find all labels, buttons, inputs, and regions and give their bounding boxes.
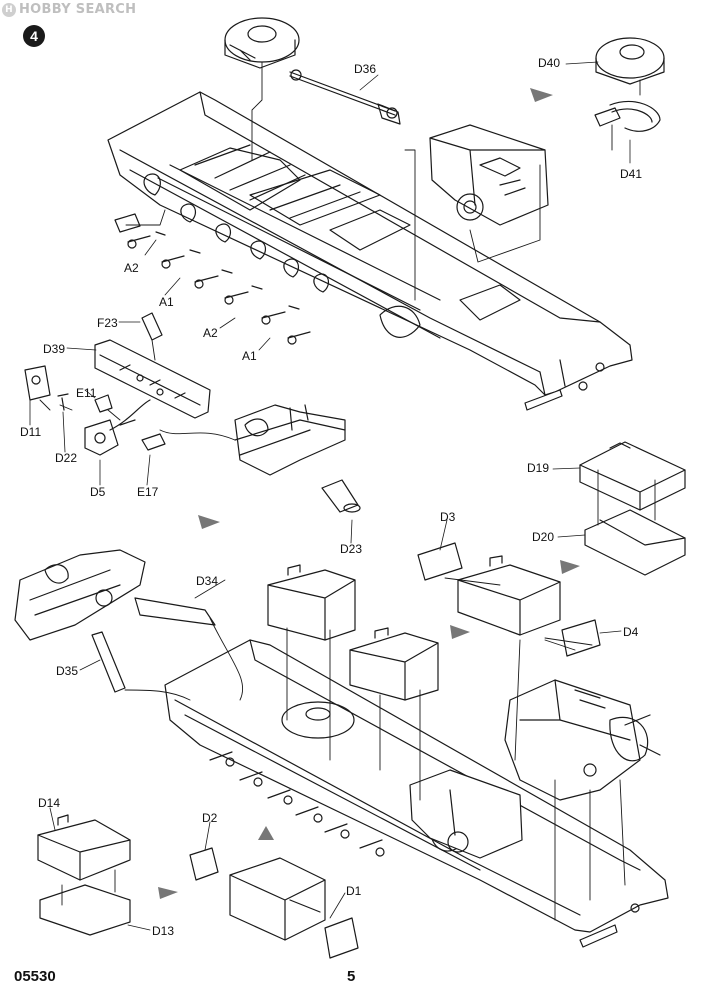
label-D35: D35 [56, 664, 79, 678]
d23-cylinder [321, 479, 361, 513]
top-chassis-frame [107, 91, 633, 411]
bottom-front-frame [14, 549, 146, 641]
label-D2: D2 [202, 811, 218, 825]
label-A2-top: A2 [124, 261, 139, 275]
label-D5: D5 [90, 485, 106, 499]
page-number: 5 [347, 968, 356, 985]
label-D3: D3 [440, 510, 456, 524]
label-D11: D11 [20, 425, 42, 439]
label-D41: D41 [620, 167, 643, 181]
label-D4: D4 [623, 625, 639, 639]
label-D13: D13 [152, 924, 175, 938]
label-E11: E11 [76, 386, 97, 400]
top-fuel-drums [179, 144, 521, 321]
label-D40: D40 [538, 56, 561, 70]
label-D19: D19 [527, 461, 550, 475]
top-transmission [429, 124, 549, 226]
label-A1-mid: A1 [242, 349, 257, 363]
d35-bar [91, 631, 126, 693]
f23-part [141, 312, 163, 341]
direction-arrows [158, 88, 580, 899]
label-D36: D36 [354, 62, 377, 76]
label-D23: D23 [340, 542, 363, 556]
label-A2-mid: A2 [203, 326, 218, 340]
assembly-guide-lines [39, 61, 656, 921]
drive-shaft-d36 [289, 69, 401, 125]
label-D39: D39 [43, 342, 66, 356]
d40-d41-parts [594, 37, 665, 132]
d19-d20-box [579, 441, 686, 576]
watermark: H HOBBY SEARCH [2, 2, 136, 17]
d11-d22-d5-e11-e17-parts [24, 365, 166, 456]
label-D34: D34 [196, 574, 219, 588]
label-D1: D1 [346, 884, 362, 898]
label-D20: D20 [532, 530, 555, 544]
d13-d14-box [37, 814, 131, 936]
watermark-logo-icon: H [2, 2, 16, 17]
d34-bar [134, 597, 216, 626]
top-spare-wheel [224, 17, 300, 69]
engine [504, 679, 661, 801]
suspension-assembly [234, 404, 346, 476]
leader-lines [29, 61, 631, 931]
label-D22: D22 [55, 451, 78, 465]
top-axle-arms [114, 213, 311, 345]
step-number-badge: 4 [23, 25, 45, 47]
top-side-mounts [143, 173, 330, 293]
plates-d1-d2-d3-d4 [189, 542, 601, 959]
label-D14: D14 [38, 796, 61, 810]
d39-suspension-beam [94, 339, 211, 419]
label-E17: E17 [137, 485, 159, 499]
label-A1-top: A1 [159, 295, 174, 309]
bottom-transmission [409, 769, 523, 859]
label-F23: F23 [97, 316, 118, 330]
bottom-axle-arms [209, 751, 385, 857]
product-code: 05530 [14, 968, 56, 985]
watermark-text: HOBBY SEARCH [19, 2, 137, 17]
